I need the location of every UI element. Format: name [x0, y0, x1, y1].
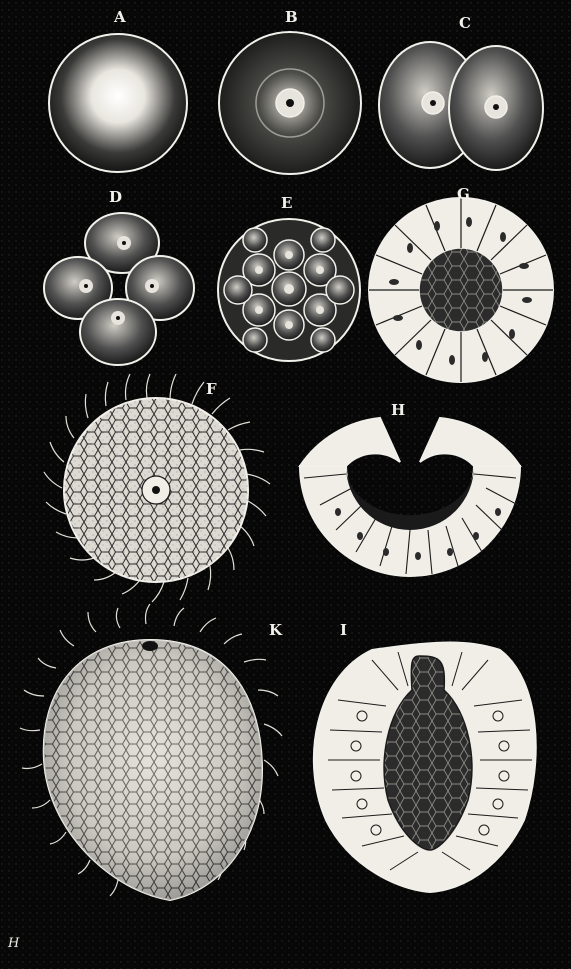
label-i: I	[340, 623, 347, 638]
two-cell-stage-icon	[379, 42, 543, 170]
fertilized-egg-icon	[219, 32, 361, 174]
label-c: C	[459, 16, 471, 31]
blastula-section-icon	[369, 198, 553, 382]
label-e: E	[281, 196, 292, 211]
label-f: F	[206, 382, 217, 397]
label-g: G	[457, 187, 470, 202]
label-a: A	[114, 10, 126, 25]
label-h: H	[391, 403, 405, 418]
corner-mark: H	[8, 936, 19, 951]
label-b: B	[285, 10, 298, 25]
label-k: K	[269, 623, 282, 638]
label-d: D	[109, 190, 122, 205]
morula-icon	[218, 219, 360, 361]
egg-cell-icon	[49, 34, 187, 172]
